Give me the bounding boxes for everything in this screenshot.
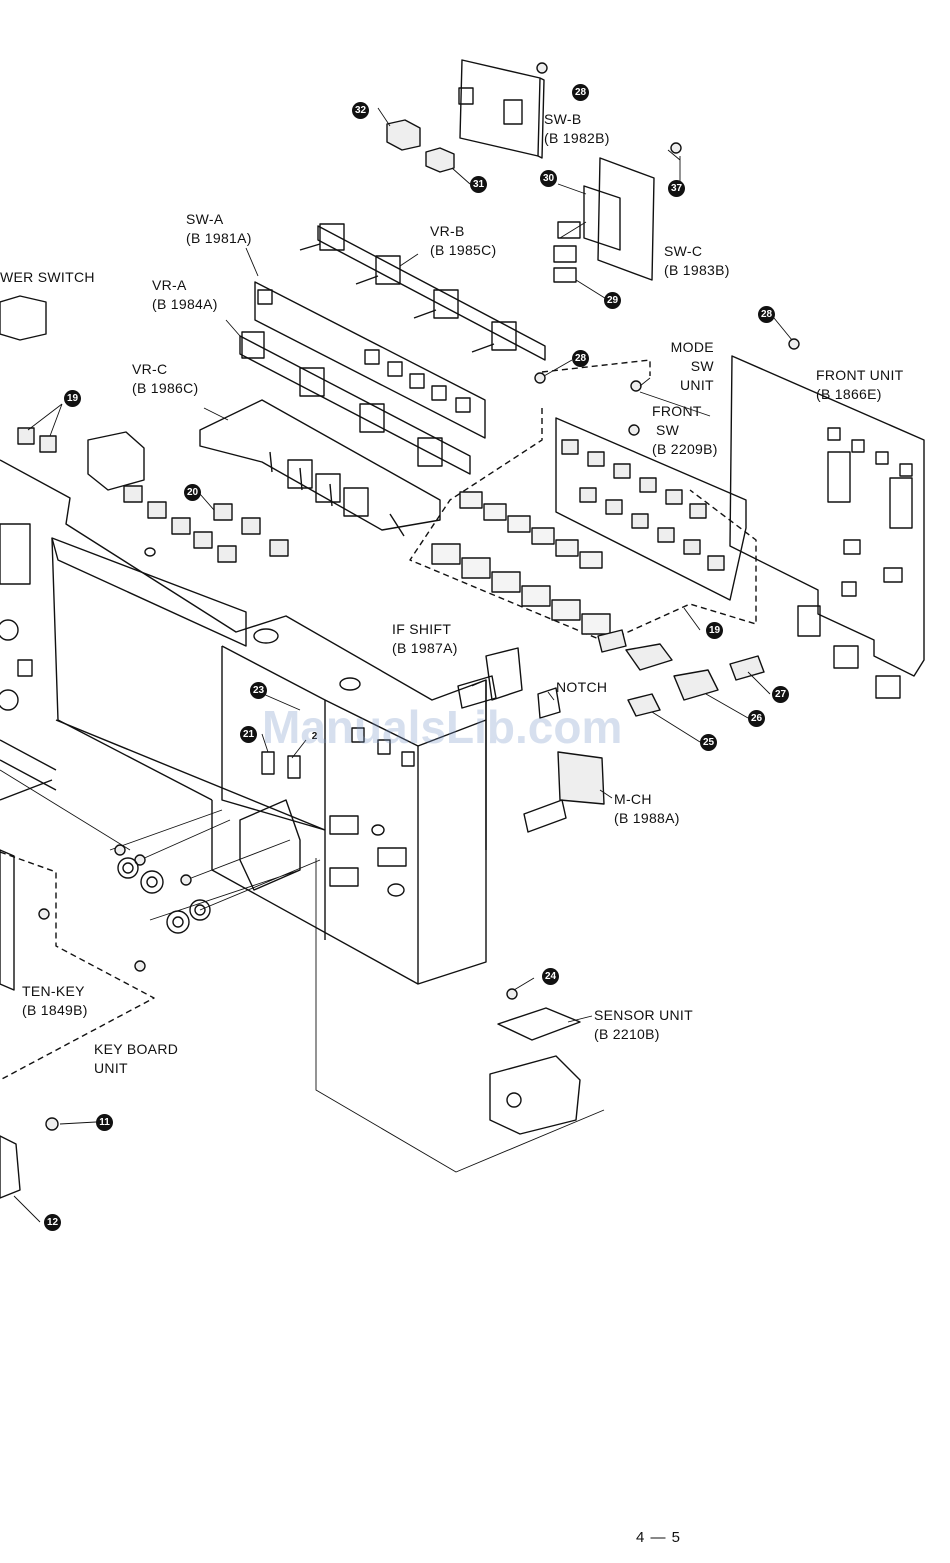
callout-21: 21 — [240, 726, 257, 743]
m-ch-label: M-CH(B 1988A) — [614, 791, 680, 826]
callout-37: 37 — [668, 180, 685, 197]
callout-22-partial: 2 — [306, 728, 323, 745]
main-chassis — [0, 459, 487, 985]
m-ch-encoder — [523, 751, 605, 833]
callout-12: 12 — [44, 1214, 61, 1231]
callout-28-top: 28 — [572, 84, 589, 101]
callout-11: 11 — [96, 1114, 113, 1131]
vr-b-label: VR-B(B 1985C) — [430, 223, 497, 258]
callout-30: 30 — [540, 170, 557, 187]
callout-25: 25 — [700, 734, 717, 751]
sensor-unit — [489, 1007, 581, 1135]
sw-b-label: SW-B(B 1982B) — [544, 111, 610, 146]
front-sw-label: FRONT SW (B 2209B) — [652, 403, 718, 457]
mode-key-caps — [431, 491, 611, 635]
page-number: 4 — 5 — [636, 1529, 682, 1546]
sw-a-board — [254, 281, 486, 439]
power-switch-label: WER SWITCH — [0, 269, 95, 285]
sw-c-board — [553, 157, 655, 283]
sw-a-label: SW-A(B 1981A) — [186, 211, 252, 246]
ten-key-label: TEN-KEY(B 1849B) — [22, 983, 88, 1018]
callout-28-right: 28 — [758, 306, 775, 323]
callout-19-left: 19 — [64, 390, 81, 407]
vr-a-label: VR-A(B 1984A) — [152, 277, 218, 312]
block-31 — [425, 147, 455, 173]
notch-label: NOTCH — [556, 679, 608, 695]
vr-a-board — [239, 331, 471, 475]
front-unit-board — [729, 355, 925, 699]
if-shift-label: IF SHIFT(B 1987A) — [392, 621, 458, 656]
callout-26: 26 — [748, 710, 765, 727]
sw-c-label: SW-C(B 1983B) — [664, 243, 730, 278]
left-rotary-unit — [87, 431, 145, 491]
ten-key-board — [0, 849, 21, 1199]
callout-32: 32 — [352, 102, 369, 119]
mode-sw-unit-label: MODE SW UNIT — [670, 339, 714, 393]
callout-31: 31 — [470, 176, 487, 193]
callout-19-right: 19 — [706, 622, 723, 639]
callout-23: 23 — [250, 682, 267, 699]
if-shift-pot — [457, 647, 561, 719]
callout-27: 27 — [772, 686, 789, 703]
power-switch — [0, 295, 47, 341]
sensor-unit-label: SENSOR UNIT(B 2210B) — [594, 1007, 693, 1042]
vr-c-label: VR-C(B 1986C) — [132, 361, 199, 396]
callout-24: 24 — [542, 968, 559, 985]
callout-29: 29 — [604, 292, 621, 309]
callout-28-mid: 28 — [572, 350, 589, 367]
callout-20: 20 — [184, 484, 201, 501]
sw-b-board — [458, 59, 545, 159]
vr-c-board — [199, 399, 441, 537]
vr-b-board — [299, 223, 546, 361]
block-32 — [386, 119, 421, 151]
front-sw-board — [555, 417, 747, 601]
front-unit-label: FRONT UNIT(B 1866E) — [816, 367, 904, 402]
watermark: ManualsLib.com — [262, 701, 623, 753]
